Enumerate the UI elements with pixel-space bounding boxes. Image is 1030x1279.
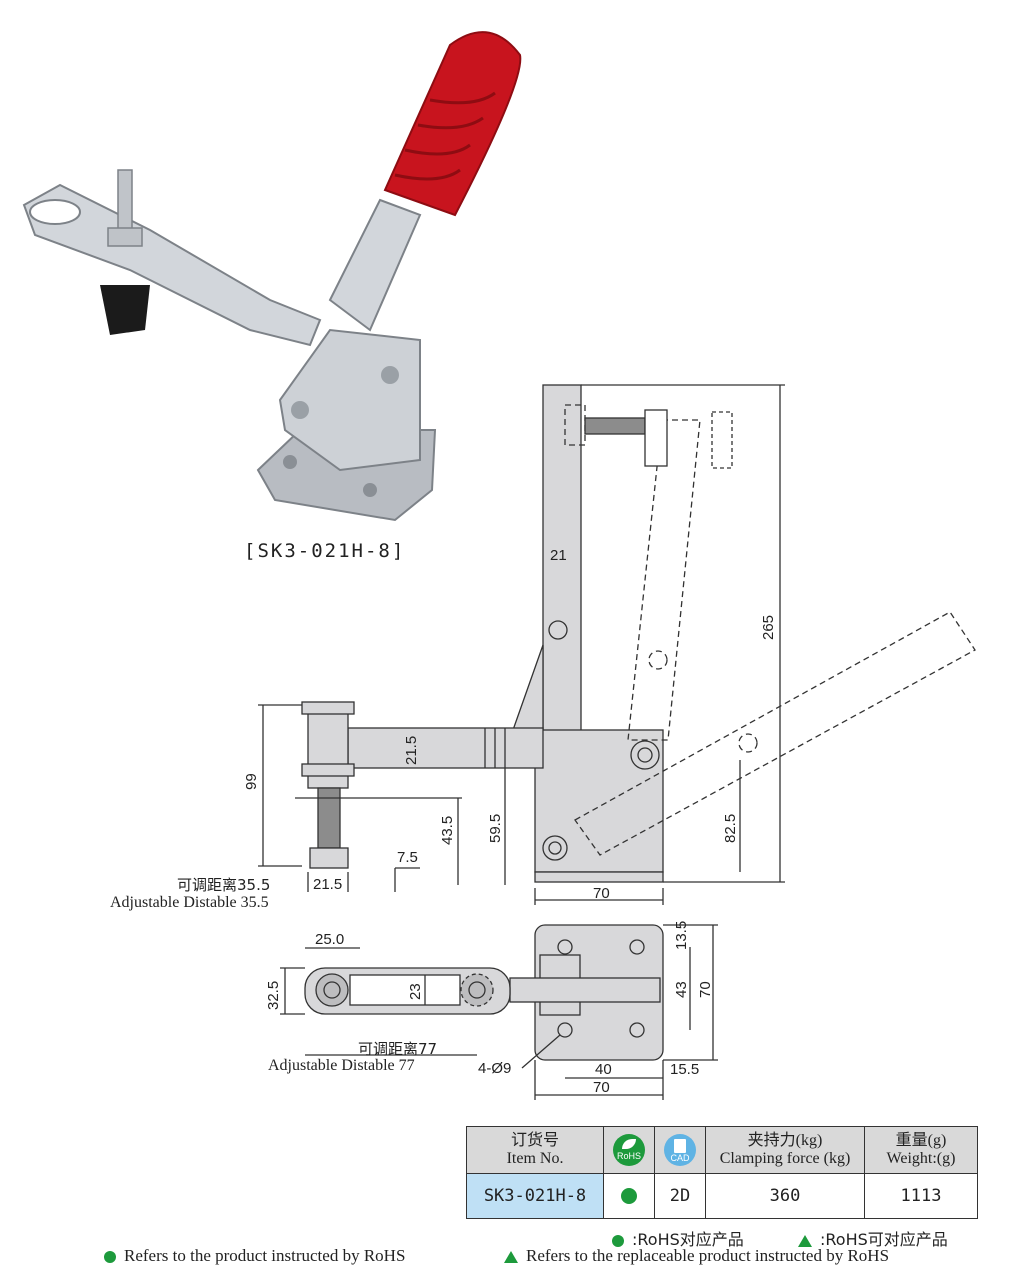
legend-rohs-cn: :RoHS对应产品 <box>612 1226 744 1250</box>
dim-43: 43 <box>673 981 690 998</box>
dim-21-top: 21 <box>550 547 567 564</box>
header-force-en: Clamping force (kg) <box>719 1150 851 1167</box>
rohs-icon: RoHS <box>613 1134 645 1166</box>
dim-21-5-base: 21.5 <box>313 876 342 893</box>
adjustable-top-en: Adjustable Distable 77 <box>268 1057 415 1074</box>
dim-32-5: 32.5 <box>265 981 282 1010</box>
dim-70-side: 70 <box>593 885 610 902</box>
green-triangle-icon <box>504 1251 518 1264</box>
rohs-dot-icon <box>621 1188 637 1204</box>
dim-21-5-arm: 21.5 <box>403 736 420 765</box>
legend-replace-en: Refers to the replaceable product instru… <box>504 1246 889 1266</box>
green-dot-icon <box>104 1251 116 1264</box>
green-triangle-icon <box>798 1234 812 1247</box>
dim-70-bottom: 70 <box>593 1079 610 1096</box>
product-photo <box>22 31 522 522</box>
dim-70-plate: 70 <box>697 981 714 998</box>
top-view <box>280 924 718 1100</box>
cell-weight: 1113 <box>864 1173 978 1219</box>
dim-23: 23 <box>407 983 424 1000</box>
header-clamping-force: 夹持力(kg) Clamping force (kg) <box>705 1126 865 1174</box>
table-row: SK3-021H-8 2D 360 1113 <box>466 1173 978 1219</box>
dim-99: 99 <box>243 773 260 790</box>
green-dot-icon <box>612 1234 624 1247</box>
header-item-no: 订货号 Item No. <box>466 1126 604 1174</box>
dim-82-5: 82.5 <box>722 814 739 843</box>
legend-replace-cn: :RoHS可对应产品 <box>798 1226 948 1250</box>
header-force-cn: 夹持力(kg) <box>747 1132 823 1149</box>
dim-265: 265 <box>760 615 777 640</box>
header-cad: CAD <box>654 1126 706 1174</box>
cad-icon: CAD <box>664 1134 696 1166</box>
header-weight-en: Weight:(g) <box>886 1150 956 1167</box>
dim-25-0: 25.0 <box>315 931 344 948</box>
adjustable-side-en: Adjustable Distable 35.5 <box>110 894 269 911</box>
cell-cad: 2D <box>654 1173 706 1219</box>
header-item-en: Item No. <box>506 1150 564 1167</box>
adjustable-top-cn: 可调距离77 <box>358 1040 438 1058</box>
dim-15-5: 15.5 <box>670 1061 699 1078</box>
part-number-label: [SK3-021H-8] <box>244 540 406 562</box>
spec-table: 订货号 Item No. RoHS CAD 夹持力(kg) Clamping f… <box>466 1126 978 1219</box>
dim-59-5: 59.5 <box>487 814 504 843</box>
header-item-cn: 订货号 <box>510 1132 559 1149</box>
dim-13-5: 13.5 <box>673 921 690 950</box>
side-view <box>258 384 976 905</box>
spec-table-header: 订货号 Item No. RoHS CAD 夹持力(kg) Clamping f… <box>466 1126 978 1174</box>
cell-item-no: SK3-021H-8 <box>466 1173 604 1219</box>
dim-40: 40 <box>595 1061 612 1078</box>
cell-force: 360 <box>705 1173 865 1219</box>
header-rohs: RoHS <box>603 1126 655 1174</box>
dim-43-5: 43.5 <box>439 816 456 845</box>
legend-rohs-en: Refers to the product instructed by RoHS <box>104 1246 405 1266</box>
header-weight: 重量(g) Weight:(g) <box>864 1126 978 1174</box>
header-weight-cn: 重量(g) <box>895 1132 947 1149</box>
holes-spec: 4-Ø9 <box>478 1060 511 1077</box>
dimension-labels: 21 265 21.5 99 43.5 59.5 82.5 7.5 21.5 7… <box>243 547 777 1096</box>
dim-7-5: 7.5 <box>397 849 418 866</box>
cell-rohs <box>603 1173 655 1219</box>
adjustable-side-cn: 可调距离35.5 <box>177 876 271 894</box>
